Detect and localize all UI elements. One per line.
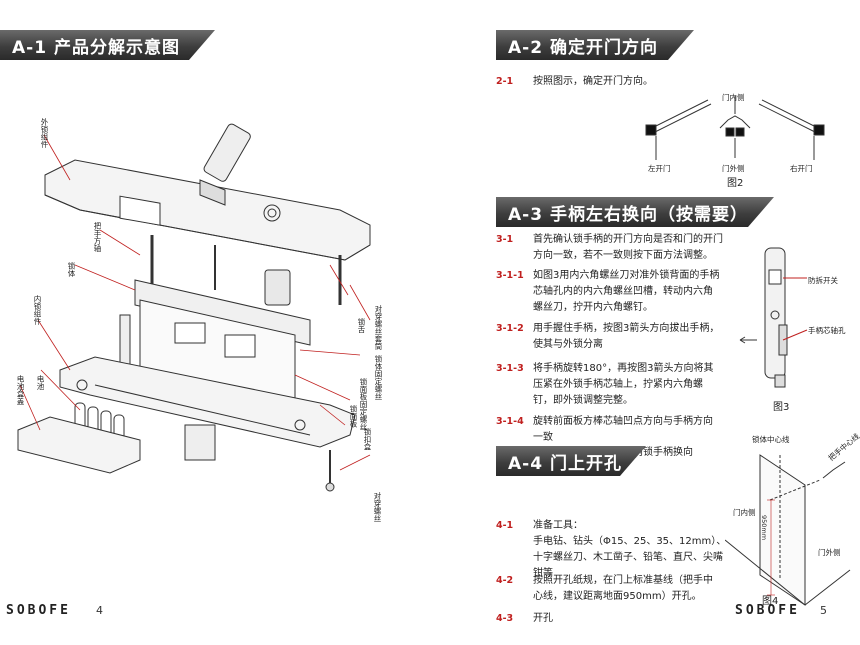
- step-3-1-3: 3-1-3 将手柄旋转180°，再按图3箭头方向将其压紧在外锁手柄芯轴上，拧紧内…: [496, 363, 714, 406]
- fig3-anti-tamper: 防拆开关: [808, 276, 838, 285]
- label-outer-lock: 外锁组件: [40, 118, 49, 148]
- fig2-right-open: 右开门: [790, 164, 813, 173]
- label-battery: 电池: [36, 375, 45, 390]
- section-banner-a1: A-1 产品分解示意图: [0, 30, 215, 60]
- step-4-1: 4-1 准备工具：手电钻、钻头（Φ15、25、35、12mm）、十字螺丝刀、木工…: [496, 520, 727, 579]
- fig2-door-outside: 门外侧: [722, 164, 745, 173]
- step-4-2: 4-2 按照开孔纸规，在门上标准基线（把手中心线，建议距离地面950mm）开孔。: [496, 575, 713, 602]
- label-lock-tongue: 锁舌: [357, 318, 366, 333]
- battery-cover: [17, 416, 141, 474]
- brand-logo-left: SOBOFE: [6, 603, 71, 618]
- section-banner-a3: A-3 手柄左右换向（按需要）: [496, 197, 774, 227]
- fig2-caption: 图2: [727, 178, 744, 189]
- label-through-bolt-sleeve: 对穿螺丝套筒: [374, 305, 383, 350]
- fig4-door-outside: 门外侧: [818, 548, 841, 557]
- step-2-1: 2-1 按照图示，确定开门方向。: [496, 76, 653, 87]
- section-banner-a2: A-2 确定开门方向: [496, 30, 694, 60]
- fig4-caption: 图4: [762, 596, 779, 607]
- label-through-screw: 对穿螺丝: [373, 492, 382, 522]
- label-lock-body: 锁体: [67, 262, 76, 277]
- fig4-door-inside: 门内侧: [733, 508, 756, 517]
- label-lock-body-fix-screw: 锁面板固定螺丝: [359, 378, 368, 431]
- label-lock-panel-screw: 锁体固定螺丝: [374, 355, 383, 400]
- step-3-1-2: 3-1-2 用手握住手柄，按图3箭头方向拔出手柄，使其与外锁分离: [496, 323, 720, 350]
- label-battery-cover: 电池盒盖: [16, 375, 25, 405]
- page-number-left: 4: [96, 604, 103, 617]
- fig4-dimension: 950mm: [760, 515, 768, 541]
- section-banner-a4: A-4 门上开孔: [496, 446, 646, 476]
- label-inner-lock: 内锁组件: [33, 295, 42, 325]
- fig3-caption: 图3: [773, 402, 790, 413]
- handle-reverse-diagram: [739, 247, 808, 388]
- fig3-handle-axis-hole: 手柄芯轴孔: [808, 326, 846, 335]
- label-lock-box: 锁扣盒: [363, 428, 372, 451]
- step-3-1: 3-1 首先确认锁手柄的开门方向是否和门的开门方向一致，若不一致则按下面方法调整…: [496, 234, 723, 261]
- section-title: A-2 确定开门方向: [508, 37, 658, 58]
- label-lock-panel: 锁面板: [349, 405, 358, 428]
- door-drilling-diagram: [725, 454, 851, 606]
- exploded-view-diagram: [17, 123, 371, 492]
- fig2-left-open: 左开门: [648, 164, 671, 173]
- outer-lock-assembly: [44, 123, 371, 261]
- fig2-door-inside: 门内侧: [722, 93, 745, 102]
- door-direction-diagram: [645, 96, 825, 160]
- section-title: A-3 手柄左右换向（按需要）: [508, 204, 748, 225]
- fig4-lock-body-center: 锁体中心线: [752, 435, 790, 444]
- step-4-3: 4-3 开孔: [496, 613, 553, 624]
- section-title: A-1 产品分解示意图: [12, 37, 180, 58]
- step-3-1-4: 3-1-4 旋转前面板方棒芯轴凹点方向与手柄方向一致: [496, 416, 713, 443]
- brand-logo-right: SOBOFE: [735, 603, 800, 618]
- label-handle-axis: 把手方轴: [93, 222, 102, 252]
- page-number-right: 5: [820, 604, 827, 617]
- section-title: A-4 门上开孔: [508, 453, 622, 474]
- inner-lock-assembly: [59, 356, 356, 461]
- step-3-1-1: 3-1-1 如图3用内六角螺丝刀对准外锁背面的手柄芯轴孔内的内六角螺丝凹槽，转动…: [496, 270, 720, 313]
